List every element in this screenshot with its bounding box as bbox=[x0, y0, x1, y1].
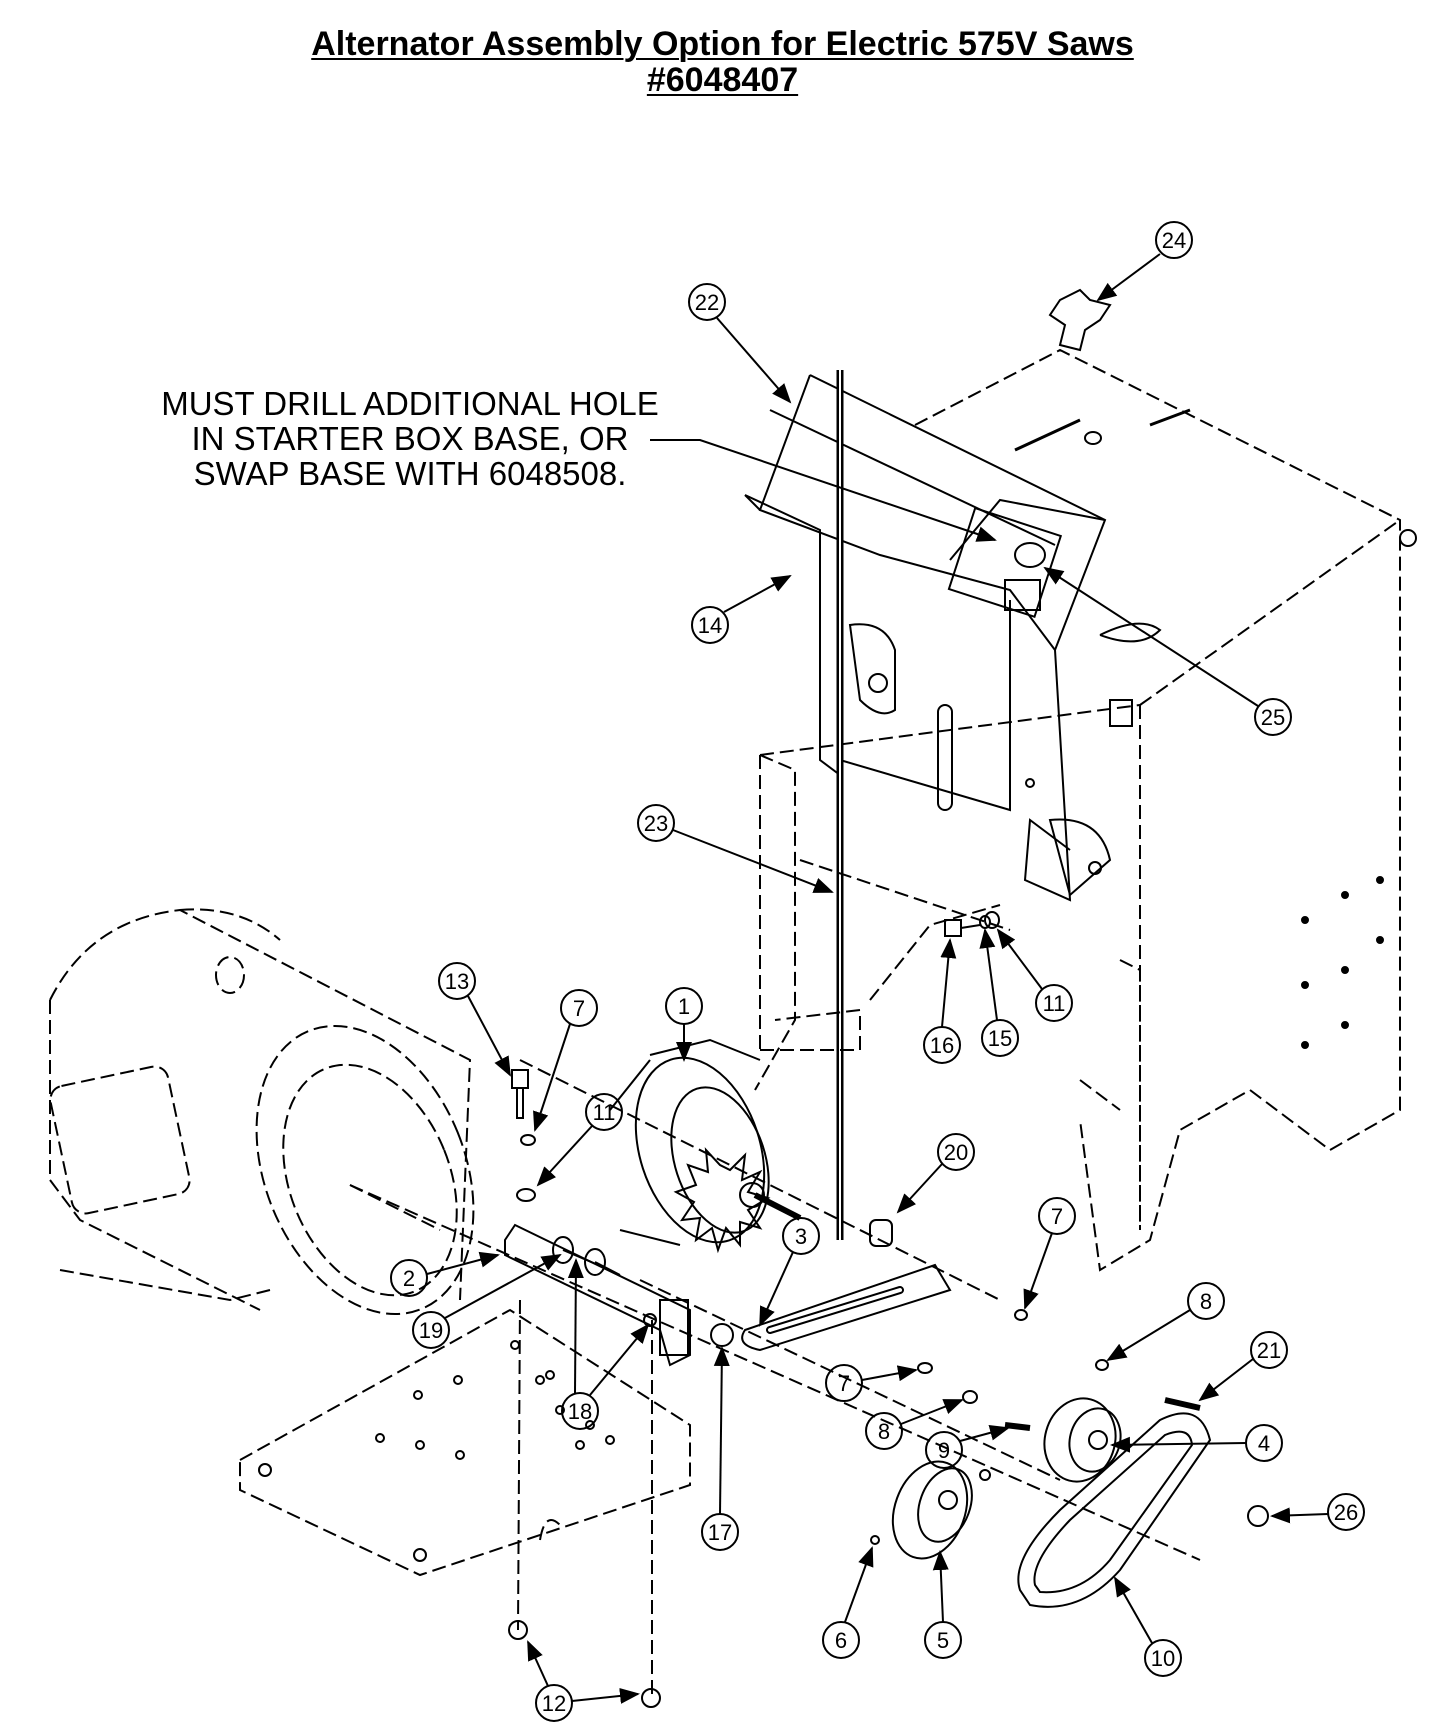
svg-text:1: 1 bbox=[678, 994, 690, 1019]
shaft-centerline bbox=[349, 1184, 1201, 1561]
svg-text:4: 4 bbox=[1258, 1431, 1270, 1456]
spacer bbox=[869, 1219, 893, 1247]
drill-note: MUST DRILL ADDITIONAL HOLE IN STARTER BO… bbox=[130, 386, 690, 491]
fasteners bbox=[508, 911, 1269, 1708]
svg-text:26: 26 bbox=[1334, 1500, 1358, 1525]
callout-25: 25 bbox=[1043, 566, 1292, 736]
svg-text:12: 12 bbox=[542, 1691, 566, 1716]
svg-text:17: 17 bbox=[708, 1520, 732, 1545]
callout-18: 18 bbox=[561, 1258, 650, 1430]
callout-8-right: 8 bbox=[1106, 1282, 1225, 1362]
base-plate-holes bbox=[258, 1340, 615, 1562]
callout-group: 24 22 14 25 23 16 15 bbox=[390, 221, 1365, 1722]
nut-17 bbox=[710, 1323, 734, 1347]
callout-9: 9 bbox=[925, 1424, 1010, 1469]
base-plate bbox=[239, 1308, 691, 1577]
callout-19: 19 bbox=[412, 1254, 562, 1349]
callout-26: 26 bbox=[1270, 1493, 1365, 1531]
callout-21: 21 bbox=[1198, 1331, 1288, 1402]
svg-text:3: 3 bbox=[795, 1224, 807, 1249]
svg-text:25: 25 bbox=[1261, 705, 1285, 730]
callout-12: 12 bbox=[527, 1640, 640, 1722]
callout-3: 3 bbox=[759, 1217, 820, 1327]
title-line-2: #6048407 bbox=[646, 61, 799, 99]
svg-text:6: 6 bbox=[835, 1628, 847, 1653]
svg-text:5: 5 bbox=[937, 1628, 949, 1653]
svg-text:8: 8 bbox=[1200, 1289, 1212, 1314]
svg-text:18: 18 bbox=[568, 1399, 592, 1424]
svg-text:7: 7 bbox=[1051, 1204, 1063, 1229]
callout-8-lower: 8 bbox=[865, 1399, 964, 1450]
svg-text:9: 9 bbox=[938, 1438, 950, 1463]
alternator-bracket bbox=[504, 1223, 691, 1367]
starter-box-details bbox=[1014, 408, 1417, 1049]
callout-2: 2 bbox=[390, 1251, 500, 1297]
electric-motor bbox=[49, 908, 475, 1316]
note-line-2: IN STARTER BOX BASE, OR bbox=[191, 420, 629, 457]
svg-text:11: 11 bbox=[1043, 991, 1066, 1016]
callout-10: 10 bbox=[1114, 1576, 1182, 1677]
svg-text:16: 16 bbox=[930, 1033, 954, 1058]
svg-text:11: 11 bbox=[593, 1100, 616, 1125]
callout-7-lower: 7 bbox=[825, 1364, 918, 1402]
callout-24: 24 bbox=[1096, 221, 1193, 302]
callout-16: 16 bbox=[923, 938, 961, 1064]
starter-box-housing bbox=[759, 348, 1401, 1272]
callout-6: 6 bbox=[822, 1546, 874, 1659]
alternator bbox=[609, 1038, 802, 1254]
callout-23: 23 bbox=[637, 804, 834, 893]
svg-text:10: 10 bbox=[1151, 1646, 1175, 1671]
callout-17: 17 bbox=[701, 1346, 739, 1551]
svg-text:19: 19 bbox=[419, 1318, 443, 1343]
svg-text:2: 2 bbox=[403, 1266, 415, 1291]
svg-text:15: 15 bbox=[988, 1026, 1012, 1051]
callout-14: 14 bbox=[691, 575, 792, 644]
page-title: Alternator Assembly Option for Electric … bbox=[0, 26, 1445, 98]
callout-11-lower: 11 bbox=[536, 1093, 623, 1187]
svg-text:24: 24 bbox=[1162, 228, 1186, 253]
callout-11-upper: 11 bbox=[996, 928, 1073, 1022]
motor-pulley bbox=[891, 1460, 973, 1560]
callout-4: 4 bbox=[1110, 1424, 1283, 1462]
svg-text:20: 20 bbox=[944, 1140, 968, 1165]
callout-22: 22 bbox=[688, 283, 792, 404]
callout-7-right: 7 bbox=[1023, 1197, 1076, 1310]
svg-text:14: 14 bbox=[698, 613, 722, 638]
callout-5: 5 bbox=[924, 1550, 962, 1659]
callout-7-left: 7 bbox=[533, 989, 598, 1132]
note-line-1: MUST DRILL ADDITIONAL HOLE bbox=[161, 385, 659, 422]
svg-text:7: 7 bbox=[838, 1371, 850, 1396]
note-line-3: SWAP BASE WITH 6048508. bbox=[193, 455, 627, 492]
adjusting-arm bbox=[741, 1263, 952, 1352]
v-belt bbox=[1017, 1412, 1212, 1608]
callout-13: 13 bbox=[438, 962, 511, 1077]
svg-text:22: 22 bbox=[695, 290, 719, 315]
note-leader bbox=[650, 439, 997, 542]
svg-text:7: 7 bbox=[573, 996, 585, 1021]
title-line-1: Alternator Assembly Option for Electric … bbox=[311, 25, 1134, 63]
callout-1: 1 bbox=[665, 987, 703, 1062]
side-panel bbox=[754, 754, 1011, 1091]
svg-text:21: 21 bbox=[1257, 1338, 1281, 1363]
callout-20: 20 bbox=[896, 1133, 975, 1214]
svg-text:8: 8 bbox=[878, 1419, 890, 1444]
label-24-part bbox=[1048, 288, 1112, 352]
mounting-bracket bbox=[744, 374, 1112, 902]
svg-text:13: 13 bbox=[445, 969, 469, 994]
callout-15: 15 bbox=[979, 928, 1019, 1057]
svg-text:23: 23 bbox=[644, 811, 668, 836]
